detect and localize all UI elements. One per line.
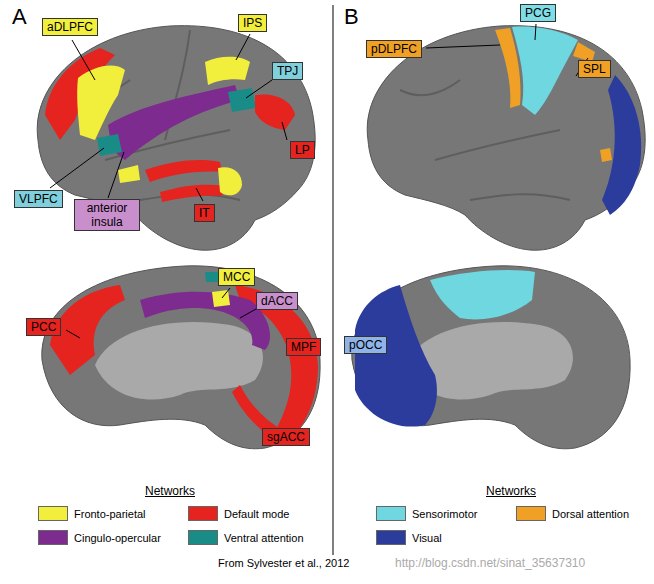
region: [430, 270, 535, 319]
leader-lines: [50, 24, 588, 338]
legend-text: Sensorimotor: [412, 508, 477, 520]
region: [205, 57, 250, 85]
legend-swatch: [516, 506, 546, 521]
legend-swatch: [376, 506, 406, 521]
region-label: VLPFC: [19, 192, 58, 206]
panel-letter: A: [12, 4, 27, 30]
brain-surface: [367, 26, 645, 251]
region: [218, 167, 242, 195]
region: [600, 148, 612, 162]
region: [573, 42, 595, 62]
leader-line: [426, 45, 500, 48]
region-label-box: anterior insula: [74, 199, 140, 231]
legend-heading: Networks: [486, 484, 536, 498]
region-label: LP: [295, 143, 310, 157]
legend-entry: Ventral attention: [188, 530, 304, 545]
region-label-box: IT: [194, 204, 215, 222]
leader-line: [72, 40, 95, 80]
region-label-box: aDLPFC: [42, 18, 98, 36]
region: [118, 165, 140, 183]
region-label-box: pDLPFC: [366, 40, 422, 58]
leader-line: [108, 152, 124, 198]
lateral-brain-b: [367, 26, 645, 251]
region-label: pDLPFC: [371, 42, 417, 56]
region-label: MCC: [223, 270, 250, 284]
leader-line: [535, 24, 536, 40]
region: [212, 290, 230, 307]
legend-entry: Dorsal attention: [516, 506, 629, 521]
leader-line: [236, 34, 250, 60]
legend-swatch: [38, 530, 68, 545]
region: [255, 94, 295, 130]
legend-swatch: [38, 506, 68, 521]
watermark: http://blog.csdn.net/sinat_35637310: [395, 556, 585, 570]
region-label: TPJ: [277, 64, 298, 78]
region-label-box: LP: [290, 141, 315, 159]
lateral-brain-a: [37, 26, 315, 251]
region-label: aDLPFC: [47, 20, 93, 34]
region: [97, 134, 122, 156]
region-label-box: TPJ: [272, 62, 303, 80]
brain-surface: [42, 266, 320, 449]
legend-text: Visual: [412, 532, 442, 544]
region-label-box: VLPFC: [14, 190, 63, 208]
region: [355, 285, 437, 427]
region-label: dACC: [261, 294, 293, 308]
region-label: sgACC: [267, 430, 305, 444]
brain-surface: [37, 26, 315, 251]
region-label-box: MPF: [286, 338, 321, 356]
region: [108, 85, 240, 160]
legend-heading: Networks: [145, 484, 195, 498]
panel-letter: B: [344, 4, 359, 30]
legend-entry: Default mode: [188, 506, 289, 521]
region-label: SPL: [583, 62, 606, 76]
region-label-box: MCC: [218, 268, 255, 286]
leader-line: [196, 188, 203, 201]
legend-entry: Fronto-parietal: [38, 506, 146, 521]
leader-line: [66, 330, 80, 338]
legend-text: Fronto-parietal: [74, 508, 146, 520]
legend-text: Ventral attention: [224, 532, 304, 544]
region-label-box: SPL: [578, 60, 611, 78]
region-label: IT: [199, 206, 210, 220]
leader-line: [222, 288, 230, 298]
legend-entry: Cingulo-opercular: [38, 530, 161, 545]
region-label: PCG: [525, 6, 551, 20]
caption: From Sylvester et al., 2012: [218, 557, 349, 569]
leader-line: [240, 309, 256, 318]
legend-swatch: [188, 530, 218, 545]
region-label: anterior insula: [79, 201, 135, 229]
region-label: PCC: [31, 320, 56, 334]
region: [140, 292, 270, 350]
medial-brain-b: [352, 266, 630, 449]
legend-entry: Visual: [376, 530, 442, 545]
leader-line: [246, 80, 272, 98]
region-label-box: PCC: [26, 318, 61, 336]
region-label-box: PCG: [520, 4, 556, 22]
leader-line: [282, 122, 287, 140]
region: [145, 160, 225, 202]
legend-text: Cingulo-opercular: [74, 532, 161, 544]
region-label-box: dACC: [256, 292, 298, 310]
region: [495, 28, 521, 108]
region: [228, 88, 256, 112]
region-label: MPF: [291, 340, 316, 354]
legend-text: Default mode: [224, 508, 289, 520]
region: [512, 27, 578, 115]
brain-surface: [352, 266, 630, 449]
legend-entry: Sensorimotor: [376, 506, 477, 521]
region: [602, 75, 641, 215]
region-label-box: IPS: [238, 14, 267, 32]
panel-divider: [333, 5, 334, 555]
leader-line: [50, 148, 104, 188]
region-label: pOCC: [349, 338, 382, 352]
legend-swatch: [376, 530, 406, 545]
region-label-box: pOCC: [344, 336, 387, 354]
region-label-box: sgACC: [262, 428, 310, 446]
medial-brain-a: [42, 266, 320, 449]
legend-text: Dorsal attention: [552, 508, 629, 520]
region-label: IPS: [243, 16, 262, 30]
legend-swatch: [188, 506, 218, 521]
